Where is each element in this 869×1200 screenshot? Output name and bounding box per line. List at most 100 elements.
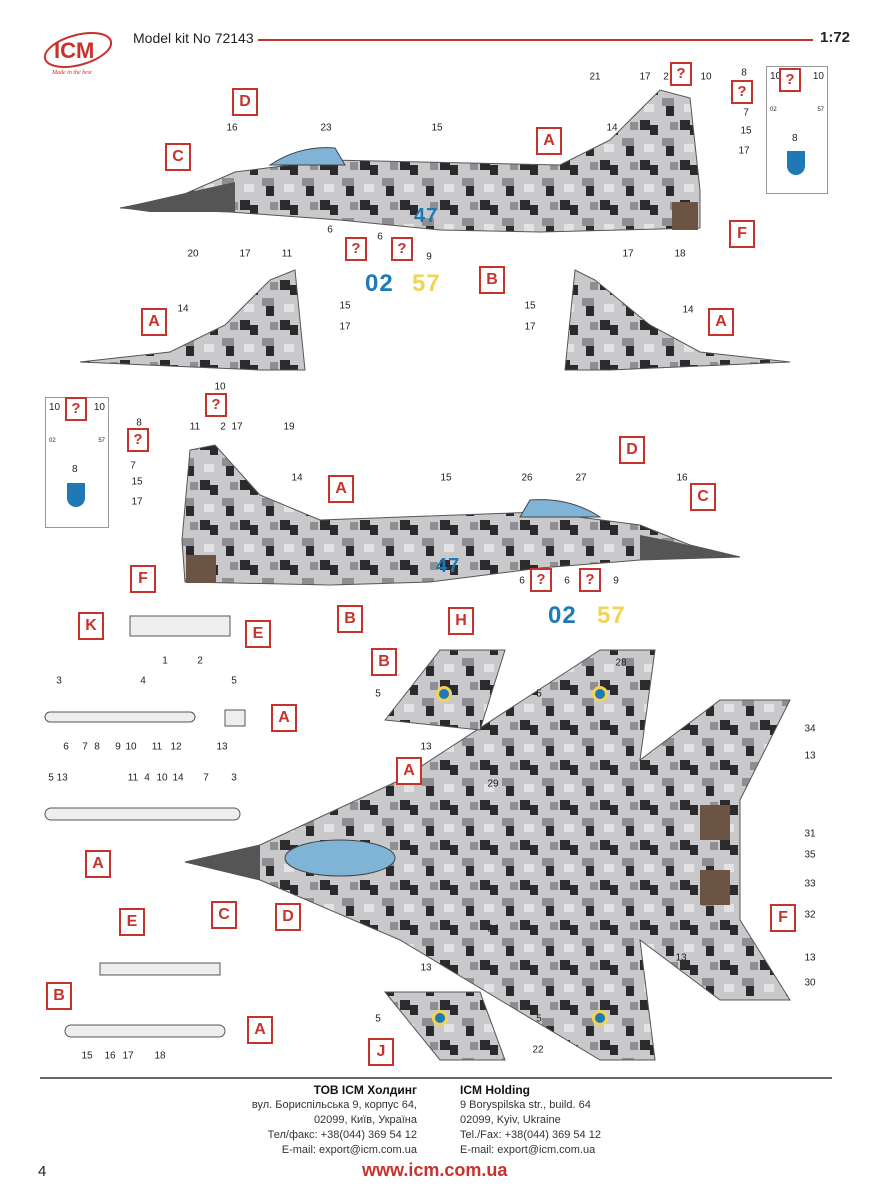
part-number: 24 [487, 923, 499, 935]
part-number: 17 [738, 145, 750, 157]
callout-a: A [85, 850, 111, 878]
kit-number: Model kit No 72143 [133, 30, 254, 46]
decal-02: 02 [365, 270, 394, 297]
unknown-decal-marker: ? [205, 393, 227, 417]
part-number: 6 [377, 231, 383, 243]
part-number: 14 [172, 772, 184, 784]
part-number: 5 [536, 1013, 542, 1025]
callout-e: E [119, 908, 145, 936]
part-number: 10 [125, 741, 137, 753]
unknown-decal-marker: ? [579, 568, 601, 592]
part-number: 9 [115, 741, 121, 753]
tail-right-inner [564, 269, 791, 371]
footer-address-en: ICM Holding 9 Boryspilska str., build. 6… [460, 1083, 601, 1158]
part-number: 3 [56, 675, 62, 687]
part-number: 6 [327, 224, 333, 236]
part-number: 4 [144, 772, 150, 784]
weapons-parts [44, 615, 246, 1038]
part-number: 15 [131, 476, 143, 488]
part-number: 13 [420, 962, 432, 974]
part-number: 13 [675, 952, 687, 964]
top-view [184, 649, 791, 1061]
unknown-decal-marker: ? [779, 68, 801, 92]
callout-f: F [729, 220, 755, 248]
part-number: 7 [203, 772, 209, 784]
part-number: 17 [622, 248, 634, 260]
part-number: 22 [532, 1044, 544, 1056]
part-number: 5 [231, 675, 237, 687]
part-number: 14 [291, 472, 303, 484]
part-number: 11 [127, 772, 139, 784]
callout-a: A [271, 704, 297, 732]
part-number: 8 [741, 67, 747, 79]
part-number: 6 [519, 575, 525, 587]
part-number: 6 [564, 575, 570, 587]
part-number: 8 [94, 741, 100, 753]
callout-a: A [247, 1016, 273, 1044]
part-number: 17 [131, 496, 143, 508]
inset-number: 8 [792, 133, 798, 144]
inset-number: 10 [93, 402, 105, 413]
part-number: 26 [521, 472, 533, 484]
part-number: 3 [231, 772, 237, 784]
callout-d: D [619, 436, 645, 464]
part-number: 13 [804, 952, 816, 964]
part-number: 15 [440, 472, 452, 484]
side-view-right [181, 444, 741, 586]
part-number: 14 [606, 122, 618, 134]
part-number: 10 [214, 381, 226, 393]
svg-text:Made in the best: Made in the best [51, 70, 92, 76]
part-number: 11 [189, 421, 201, 433]
unknown-decal-marker: ? [670, 62, 692, 86]
email: E-mail: export@icm.com.ua [460, 1144, 596, 1156]
part-number: 18 [154, 1050, 166, 1062]
part-number: 30 [804, 977, 816, 989]
part-number: 32 [804, 909, 816, 921]
inset-number: 02 [770, 107, 777, 113]
part-number: 5 [375, 688, 381, 700]
part-number: 2 [220, 421, 226, 433]
footer-address-ua: ТОВ ICM Холдинг вул. Бориспільська 9, ко… [252, 1083, 417, 1158]
callout-b: B [337, 605, 363, 633]
part-number: 11 [151, 741, 163, 753]
callout-b: B [479, 266, 505, 294]
inset-number: 57 [98, 438, 105, 444]
part-number: 15 [740, 125, 752, 137]
inset-number: 10 [49, 402, 61, 413]
email: E-mail: export@icm.com.ua [281, 1144, 417, 1156]
part-number: 5 [375, 1013, 381, 1025]
callout-a: A [141, 308, 167, 336]
part-number: 5 [536, 688, 542, 700]
part-number: 4 [140, 675, 146, 687]
part-number: 10 [156, 772, 168, 784]
decal-02: 02 [548, 602, 577, 629]
address-line: вул. Бориспільська 9, корпус 64, [251, 1099, 417, 1111]
callout-c: C [690, 483, 716, 511]
part-number: 12 [170, 741, 182, 753]
part-number: 31 [804, 828, 816, 840]
part-number: 33 [804, 878, 816, 890]
part-number: 9 [426, 251, 432, 263]
side-number-47: 47 [414, 205, 439, 227]
tail-left-outer [79, 269, 306, 371]
part-number: 15 [524, 300, 536, 312]
part-number: 17 [239, 248, 251, 260]
inset-number: 10 [770, 71, 782, 82]
part-number: 6 [63, 741, 69, 753]
callout-a: A [536, 127, 562, 155]
part-number: 17 [524, 321, 536, 333]
callout-a: A [328, 475, 354, 503]
part-number: 15 [431, 122, 443, 134]
part-number: 23 [320, 122, 332, 134]
part-number: 13 [216, 741, 228, 753]
part-number: 21 [589, 71, 601, 83]
unknown-decal-marker: ? [127, 428, 149, 452]
callout-d: D [232, 88, 258, 116]
part-number: 7 [82, 741, 88, 753]
part-number: 15 [81, 1050, 93, 1062]
callout-h: H [448, 607, 474, 635]
svg-text:ICM: ICM [54, 38, 94, 63]
website-link[interactable]: www.icm.com.ua [362, 1160, 508, 1180]
callout-b: B [371, 648, 397, 676]
